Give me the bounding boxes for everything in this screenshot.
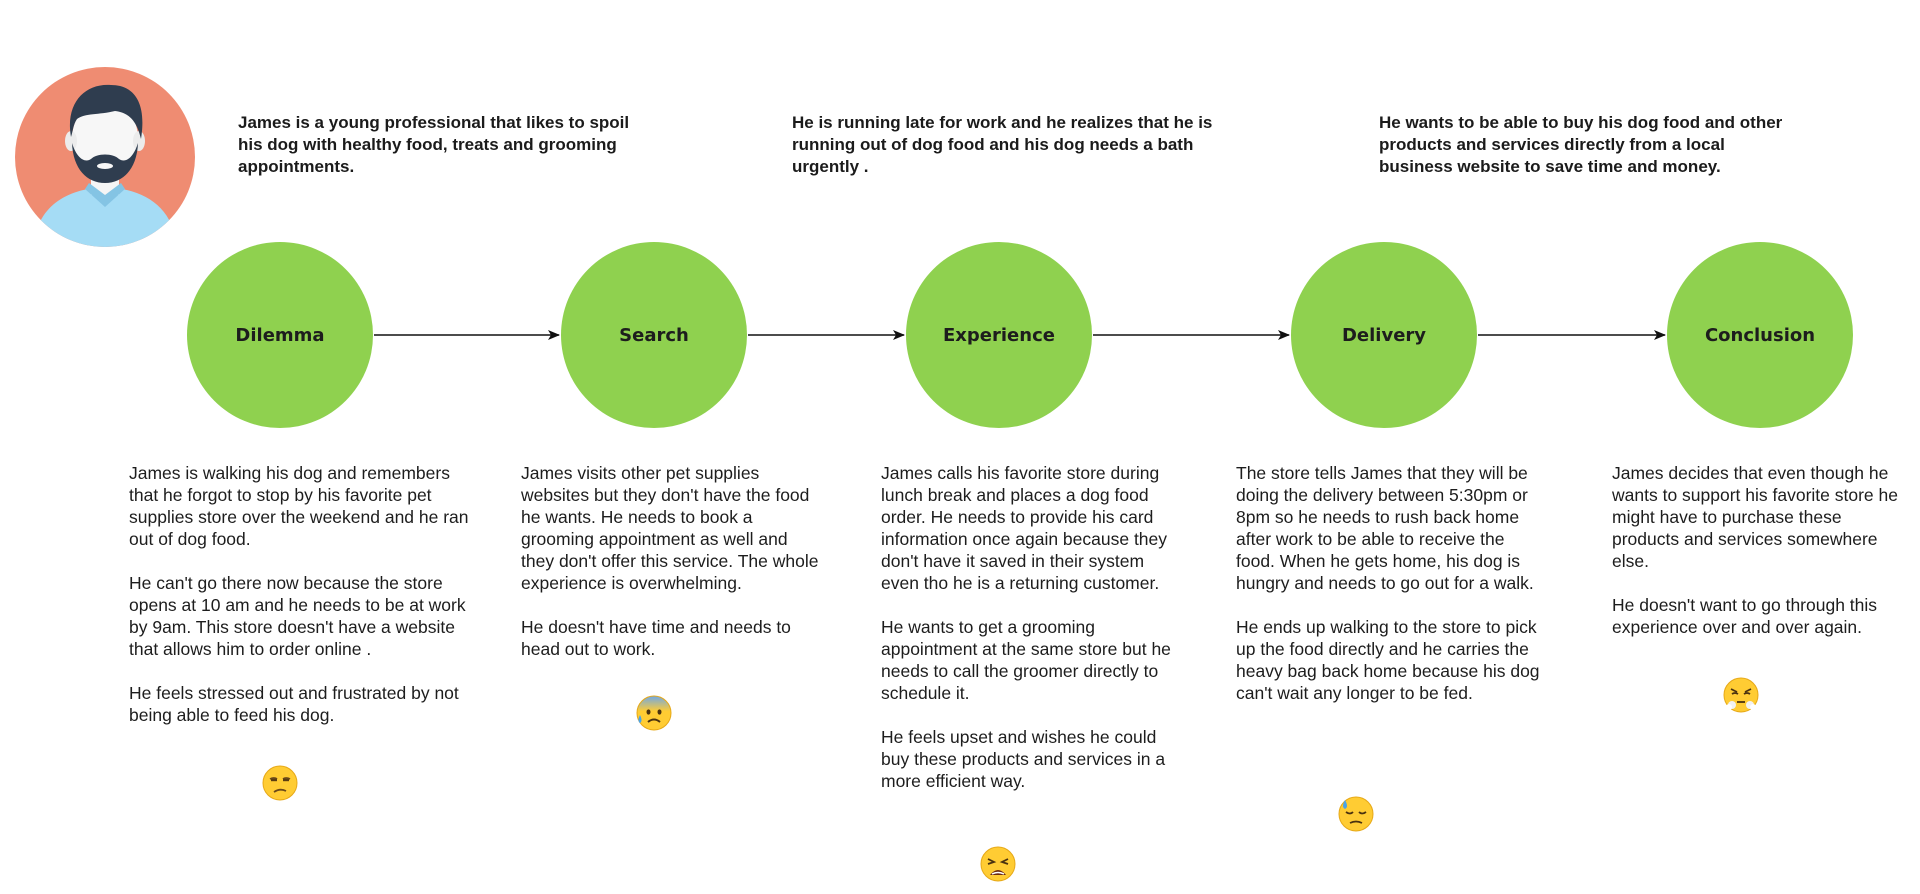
description-paragraph: He wants to get a grooming appointment a… xyxy=(881,617,1171,703)
weary-face-icon xyxy=(980,846,1016,882)
description-paragraph: He feels upset and wishes he could buy t… xyxy=(881,727,1166,791)
context-text-1: James is a young professional that likes… xyxy=(238,113,630,176)
persona-avatar xyxy=(15,67,195,247)
unamused-face-icon xyxy=(262,765,298,801)
description-paragraph: James decides that even though he wants … xyxy=(1612,463,1898,571)
downcast-face-with-sweat-icon xyxy=(1338,796,1374,832)
description-paragraph: He can't go there now because the store … xyxy=(129,573,466,659)
stage-dilemma: Dilemma xyxy=(187,242,373,428)
stage-delivery: Delivery xyxy=(1291,242,1477,428)
context-text-3: He wants to be able to buy his dog food … xyxy=(1379,113,1783,176)
stage-description-delivery: The store tells James that they will be … xyxy=(1236,462,1541,726)
stage-description-search: James visits other pet supplies websites… xyxy=(521,462,821,682)
stage-experience: Experience xyxy=(906,242,1092,428)
stage-label: Experience xyxy=(943,324,1055,346)
description-paragraph: He doesn't have time and needs to head o… xyxy=(521,617,791,659)
description-paragraph: He feels stressed out and frustrated by … xyxy=(129,683,459,725)
description-paragraph: James visits other pet supplies websites… xyxy=(521,463,819,593)
stage-description-experience: James calls his favorite store during lu… xyxy=(881,462,1181,814)
description-paragraph: James calls his favorite store during lu… xyxy=(881,463,1168,593)
stage-description-conclusion: James decides that even though he wants … xyxy=(1612,462,1912,660)
description-paragraph: He ends up walking to the store to pick … xyxy=(1236,617,1540,703)
stage-description-dilemma: James is walking his dog and remembers t… xyxy=(129,462,479,748)
context-text-2: He is running late for work and he reali… xyxy=(792,113,1213,176)
description-paragraph: James is walking his dog and remembers t… xyxy=(129,463,469,549)
stage-label: Search xyxy=(619,324,689,346)
face-with-steam-from-nose-icon xyxy=(1723,677,1759,713)
stage-label: Dilemma xyxy=(235,324,325,346)
description-paragraph: He doesn't want to go through this exper… xyxy=(1612,595,1878,637)
person-icon xyxy=(15,67,195,247)
stage-conclusion: Conclusion xyxy=(1667,242,1853,428)
stage-label: Conclusion xyxy=(1704,324,1816,346)
stage-label: Delivery xyxy=(1341,324,1427,346)
description-paragraph: The store tells James that they will be … xyxy=(1236,463,1534,593)
anxious-face-with-sweat-icon xyxy=(636,695,672,731)
stage-search: Search xyxy=(561,242,747,428)
